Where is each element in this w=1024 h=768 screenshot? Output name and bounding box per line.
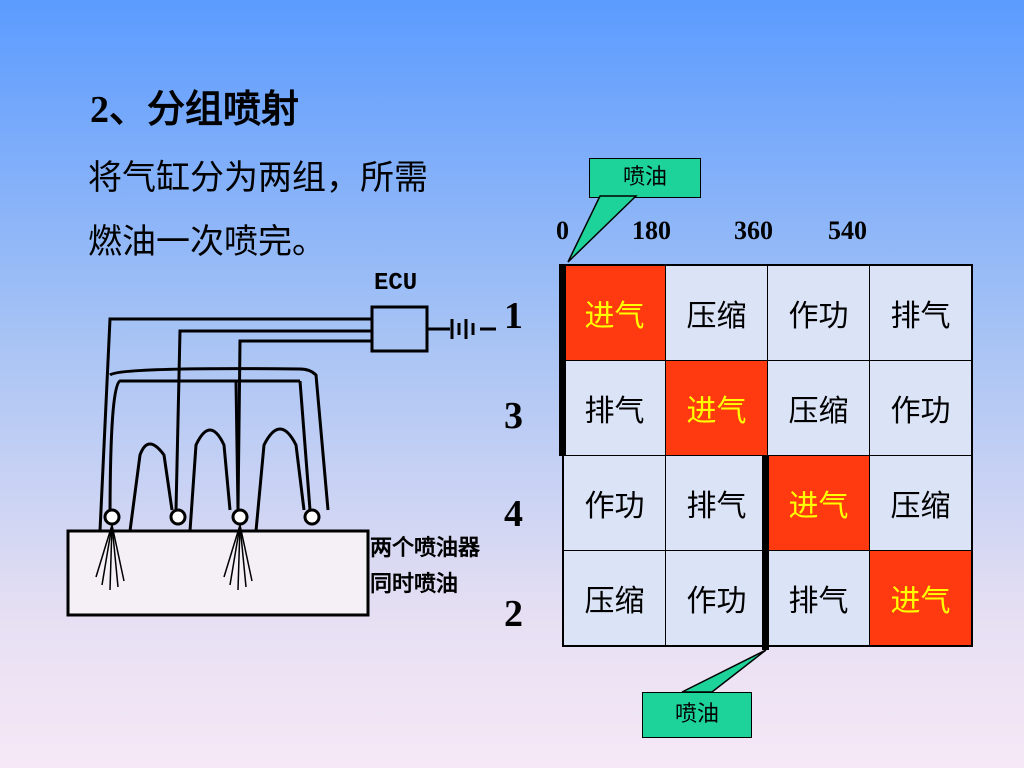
title-text: 、分组喷射 <box>109 86 300 131</box>
cylinder-label-1: 1 <box>504 295 523 337</box>
fuel-spray-left <box>95 524 125 591</box>
callout-top-pointer <box>567 195 638 263</box>
table-row: 压缩 作功 排气 进气 <box>562 550 973 647</box>
table-cell: 进气 <box>665 360 768 456</box>
table-cell: 排气 <box>562 360 666 456</box>
table-cell: 压缩 <box>869 455 973 551</box>
callout-bottom: 喷油 <box>642 692 752 738</box>
description-line-1: 将气缸分为两组，所需 <box>88 158 428 198</box>
table-cell: 压缩 <box>767 360 870 456</box>
table-cell: 排气 <box>767 550 870 647</box>
cylinder-label-4: 4 <box>504 493 523 535</box>
title-number: 2 <box>90 89 109 131</box>
table-cell: 压缩 <box>562 550 666 647</box>
table-cell: 进气 <box>767 455 870 551</box>
table-row: 进气 压缩 作功 排气 <box>562 264 973 361</box>
cylinder-label-2: 2 <box>504 593 523 635</box>
tick-540: 540 <box>828 216 867 245</box>
diagram-caption-1: 两个喷油器 <box>370 536 481 561</box>
fuel-spray-right <box>223 524 253 591</box>
table-cell: 作功 <box>767 264 870 361</box>
injection-system-diagram: ECU 两个喷油器 同时喷油 <box>66 270 496 617</box>
table-cell: 排气 <box>665 455 768 551</box>
table-cell: 作功 <box>869 360 973 456</box>
ecu-label: ECU <box>374 270 417 297</box>
callout-bottom-pointer <box>681 649 767 693</box>
tick-180: 180 <box>632 216 671 245</box>
injection-bar-group-2 <box>762 456 769 650</box>
table-cell: 作功 <box>665 550 768 647</box>
description-line-2: 燃油一次喷完。 <box>88 222 326 262</box>
table-row: 作功 排气 进气 压缩 <box>562 455 973 551</box>
table-cell: 进气 <box>562 264 666 361</box>
stroke-cycle-table: 进气 压缩 作功 排气 排气 进气 压缩 作功 作功 排气 进气 压缩 压缩 作… <box>562 264 973 647</box>
table-cell: 压缩 <box>665 264 768 361</box>
table-row: 排气 进气 压缩 作功 <box>562 360 973 456</box>
table-cell: 进气 <box>869 550 973 647</box>
intake-manifold-block <box>66 529 370 617</box>
diagram-caption-2: 同时喷油 <box>370 572 458 597</box>
table-cell: 排气 <box>869 264 973 361</box>
cylinder-label-3: 3 <box>504 395 523 437</box>
tick-0: 0 <box>556 216 569 245</box>
ecu-box <box>370 305 429 353</box>
callout-top: 喷油 <box>589 158 701 198</box>
injection-bar-group-1 <box>559 264 566 456</box>
slide-title: 2、分组喷射 <box>90 78 299 133</box>
table-cell: 作功 <box>562 455 666 551</box>
tick-360: 360 <box>734 216 773 245</box>
